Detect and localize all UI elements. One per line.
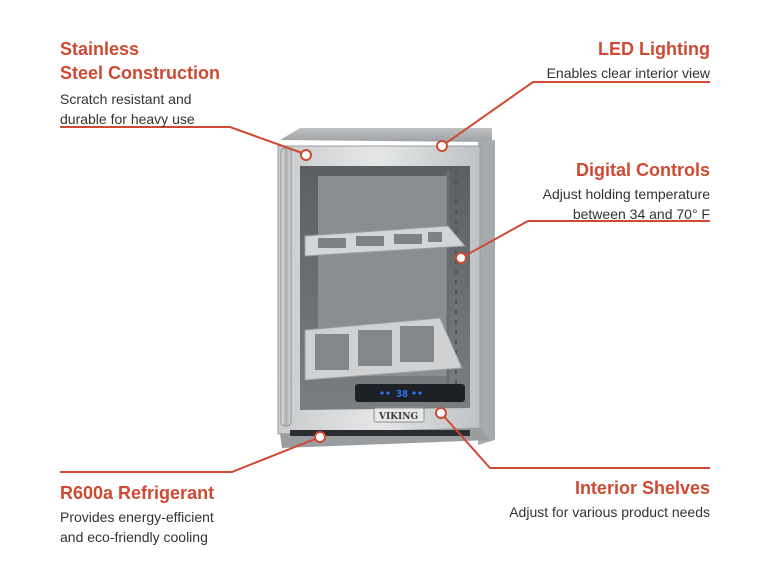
callout-title: Interior Shelves [574,478,710,498]
callout-title: Stainless [60,39,140,59]
callout-title: LED Lighting [598,39,710,59]
refrigerant-leader [60,436,321,473]
desc-line: between 34 and 70° F [572,206,710,222]
display-readout: 38 [396,389,408,400]
control-panel [355,384,465,402]
upper-shelf [304,225,467,257]
callout-description: Provides energy-efficient and eco-friend… [60,507,300,547]
callout-description: Adjust holding temperature between 34 an… [450,184,710,224]
brand-name: VIKING [378,412,418,422]
callout-title: R600a Refrigerant [60,483,215,503]
callout-title: Digital Controls [576,160,710,180]
callout-title: Steel Construction [60,63,221,83]
shelves-dot [435,407,447,419]
refrigerant-dot [314,431,326,443]
led-leader [441,81,710,147]
upper-shelf-vents [318,232,442,248]
callout-description: Enables clear interior view [546,65,710,81]
fridge-top [280,128,492,142]
callout-led-lighting: LED Lighting Enables clear interior view [450,37,710,83]
callout-refrigerant: R600a Refrigerant Provides energy-effici… [60,481,300,547]
steel-leader [60,126,306,155]
fridge-side [478,140,495,445]
bottom-grille [290,430,470,436]
callout-stainless-steel: Stainless Steel Construction Scratch res… [60,37,280,129]
desc-line: Provides energy-efficient [60,509,214,525]
brand-badge [373,407,425,423]
desc-line: and eco-friendly cooling [60,529,208,545]
digital-dot [455,252,467,264]
shelves-leader [440,412,710,469]
desc-line: Scratch resistant and [60,91,192,107]
callout-interior-shelves: Interior Shelves Adjust for various prod… [450,476,710,522]
desc-line: durable for heavy use [60,111,195,127]
callout-description: Scratch resistant and durable for heavy … [60,89,280,129]
callout-description: Adjust for various product needs [509,504,710,520]
steel-dot [300,149,312,161]
lower-shelf-vents [315,326,434,370]
display-dots [380,391,422,395]
digital-leader [460,220,710,259]
led-dot [436,140,448,152]
callout-digital-controls: Digital Controls Adjust holding temperat… [450,158,710,224]
desc-line: Adjust holding temperature [542,186,710,202]
